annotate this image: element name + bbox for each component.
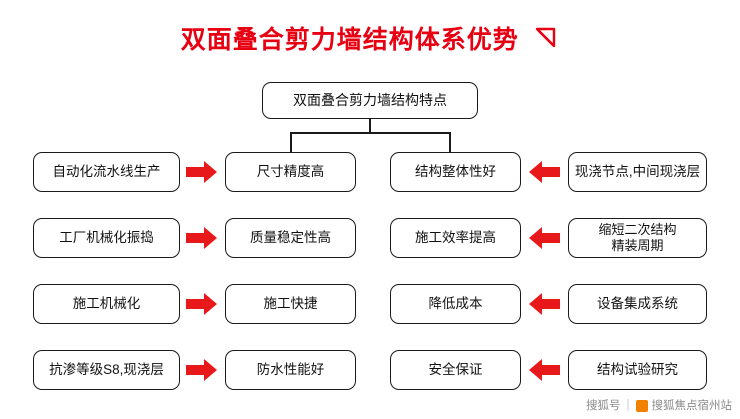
watermark-right-text: 搜狐焦点宿州站: [651, 400, 733, 412]
node-right-outer-4: 结构试验研究: [568, 350, 707, 390]
sohu-logo-icon: [635, 400, 648, 412]
node-right-inner-4: 安全保证: [390, 350, 521, 390]
arrow-right-icon-1: [186, 159, 218, 185]
node-left-outer-2: 工厂机械化振捣: [33, 218, 180, 258]
connector-left-drop: [290, 132, 292, 152]
node-left-inner-2: 质量稳定性高: [225, 218, 356, 258]
page-title-text: 双面叠合剪力墙结构体系优势: [180, 26, 519, 54]
node-right-inner-3: 降低成本: [390, 284, 521, 324]
node-left-outer-4: 抗渗等级S8,现浇层: [33, 350, 180, 390]
node-right-outer-1: 现浇节点,中间现浇层: [568, 152, 707, 192]
down-right-arrow-icon: [533, 25, 559, 56]
watermark-left-text: 搜狐号: [586, 400, 621, 412]
node-right-outer-3: 设备集成系统: [568, 284, 707, 324]
page-title: 双面叠合剪力墙结构体系优势: [0, 20, 740, 56]
arrow-left-icon-4: [528, 357, 560, 383]
arrow-left-icon-2: [528, 225, 560, 251]
node-right-outer-2: 缩短二次结构 精装周期: [568, 218, 707, 258]
watermark: 搜狐号 | 搜狐焦点宿州站: [586, 397, 732, 413]
arrow-right-icon-2: [186, 225, 218, 251]
connector-right-drop: [449, 132, 451, 152]
watermark-separator: |: [626, 399, 630, 411]
node-right-inner-1: 结构整体性好: [390, 152, 521, 192]
connector-stub: [369, 119, 371, 133]
connector-horizontal: [290, 132, 450, 134]
node-right-inner-2: 施工效率提高: [390, 218, 521, 258]
node-left-outer-1: 自动化流水线生产: [33, 152, 180, 192]
arrow-left-icon-1: [528, 159, 560, 185]
arrow-left-icon-3: [528, 291, 560, 317]
node-left-inner-3: 施工快捷: [225, 284, 356, 324]
node-left-inner-4: 防水性能好: [225, 350, 356, 390]
arrow-right-icon-4: [186, 357, 218, 383]
arrow-right-icon-3: [186, 291, 218, 317]
node-left-outer-3: 施工机械化: [33, 284, 180, 324]
node-head: 双面叠合剪力墙结构特点: [262, 82, 478, 119]
node-left-inner-1: 尺寸精度高: [225, 152, 356, 192]
